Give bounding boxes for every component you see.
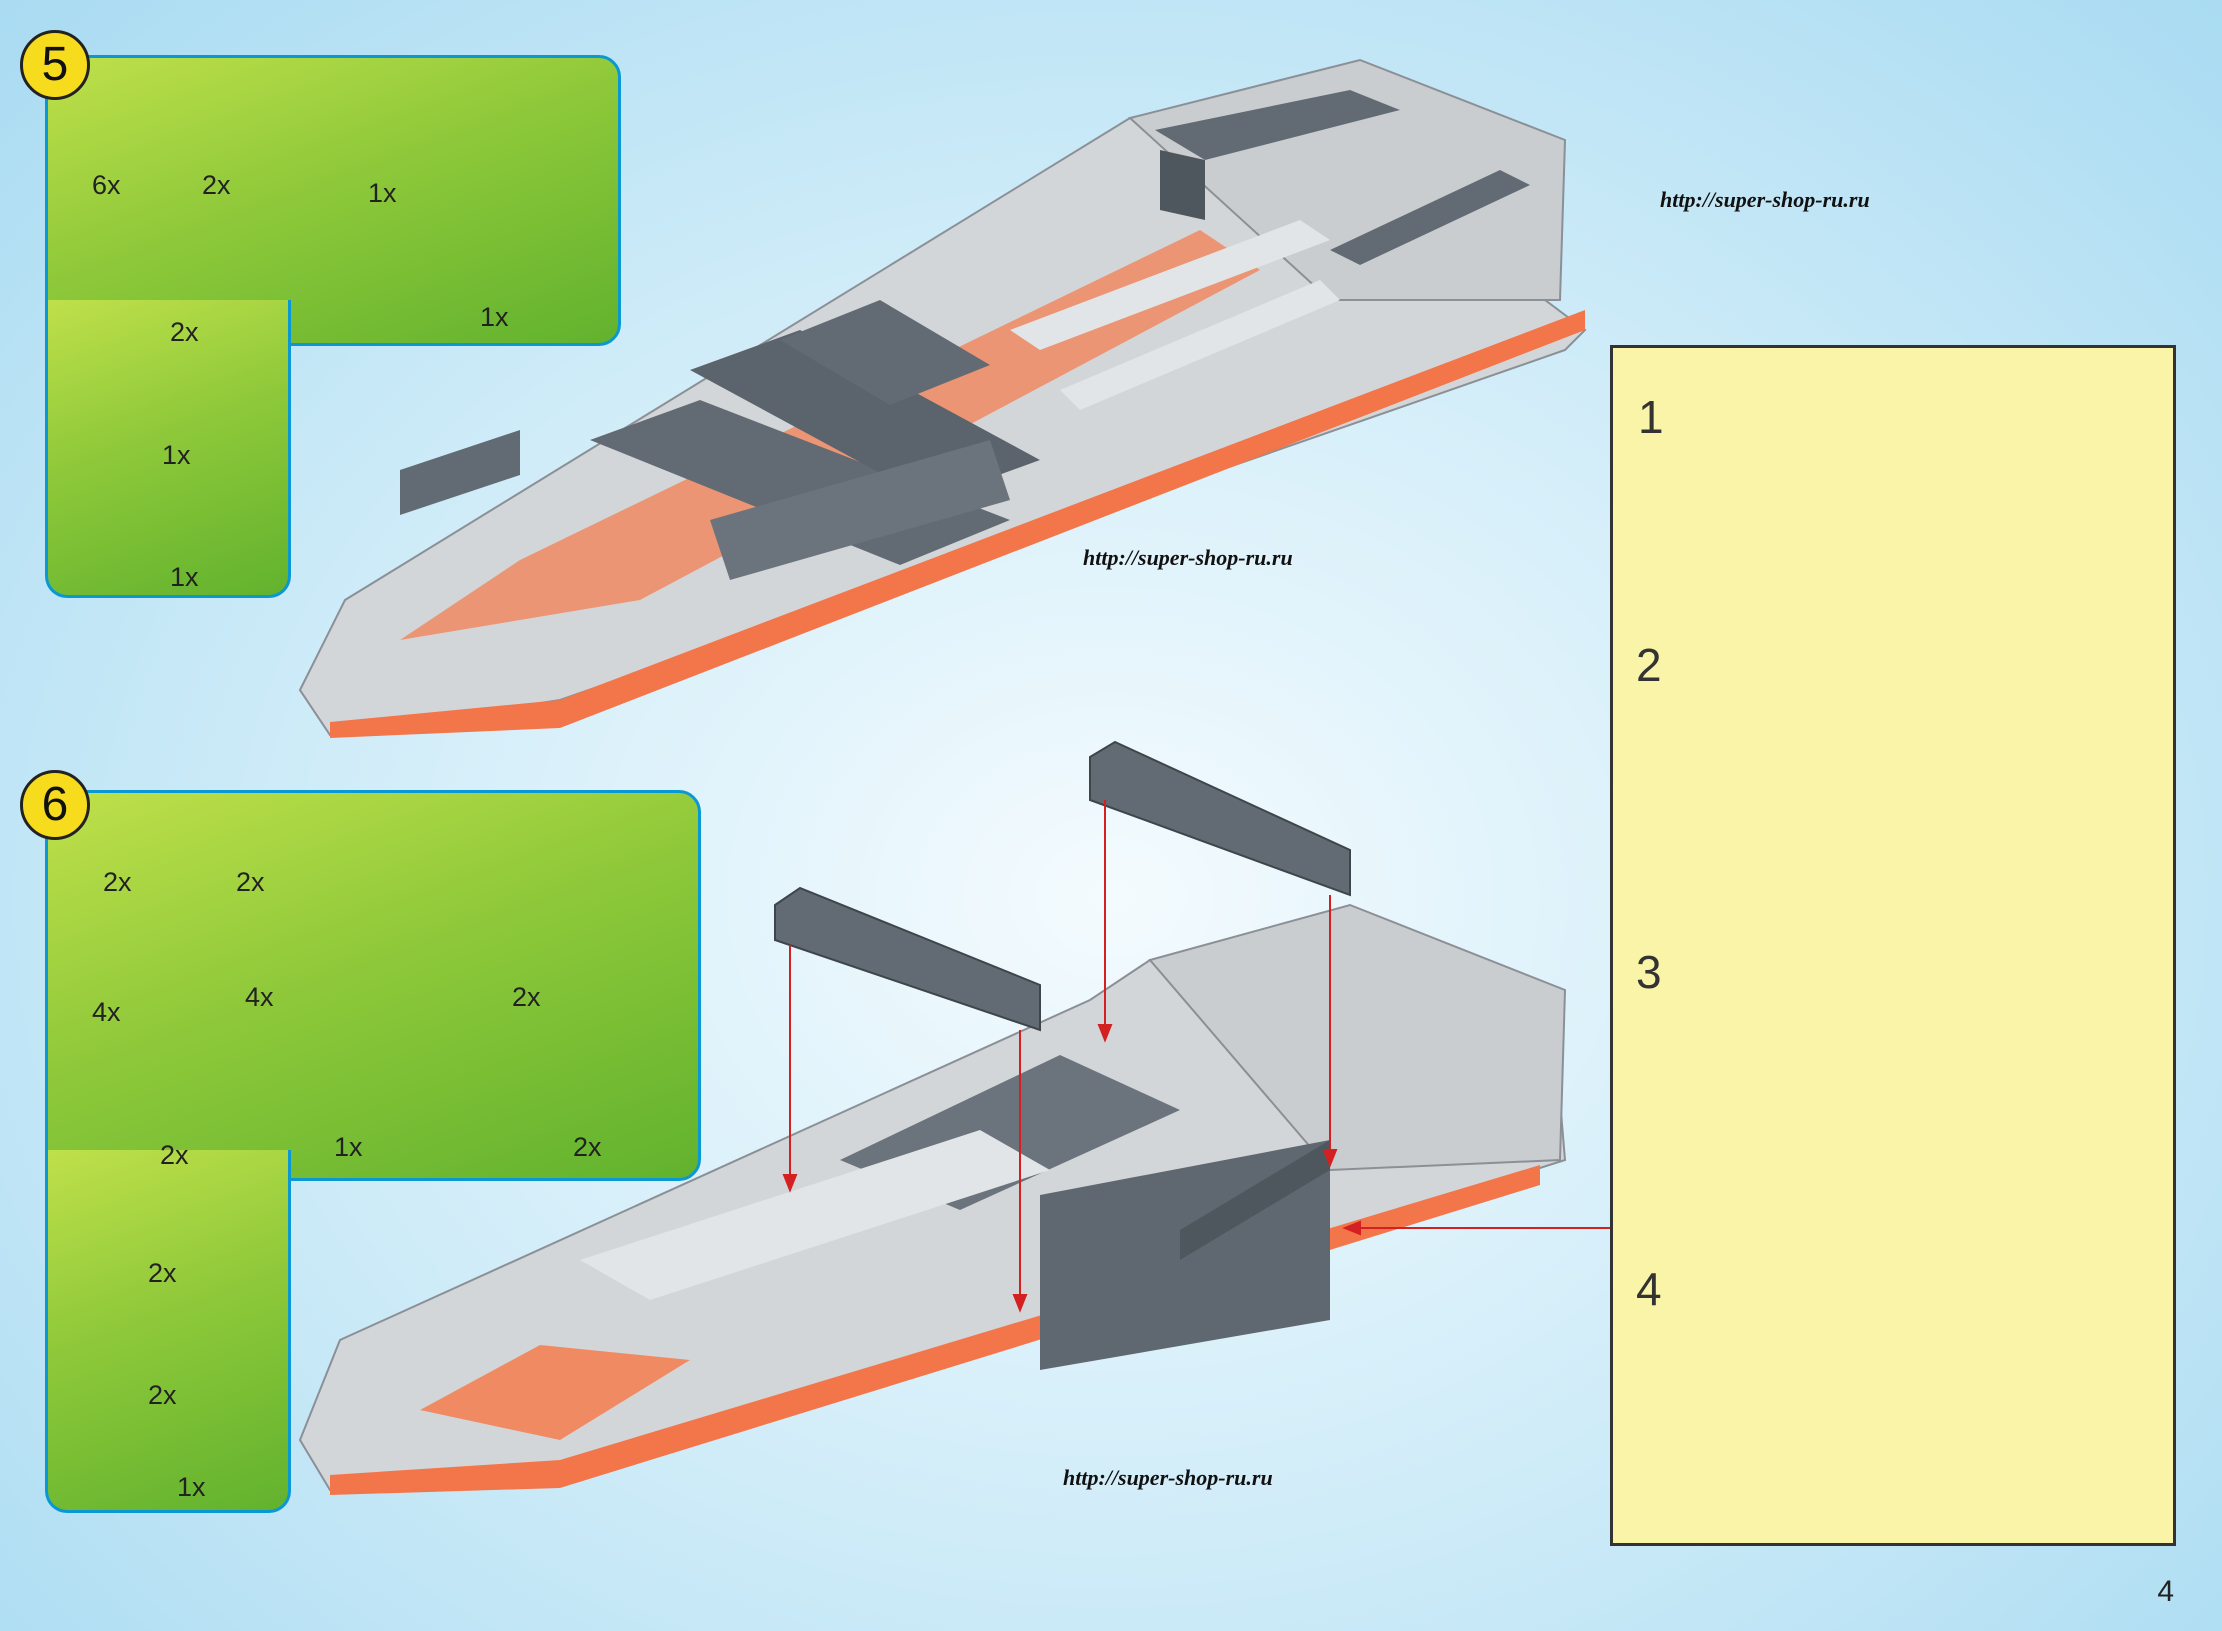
ship-step5 (298, 58, 1587, 738)
step5-parts-panel (45, 55, 621, 346)
part-qty: 2x (512, 982, 541, 1012)
step6-parts-panel-lower (45, 1150, 291, 1513)
part-qty: 4x (245, 982, 274, 1012)
subassembly-step-number: 4 (1636, 1263, 1662, 1315)
part-qty: 1x (368, 178, 397, 208)
part-qty: 1x (162, 440, 191, 470)
step6-badge: 6 (20, 770, 90, 840)
assembly-arrows (782, 800, 1610, 1313)
subassembly-panel (1610, 345, 2176, 1546)
part-qty: 2x (573, 1132, 602, 1162)
watermark-url: http://super-shop-ru.ru (1660, 187, 1870, 212)
part-qty: 1x (177, 1472, 206, 1502)
part-qty: 2x (148, 1258, 177, 1288)
part-qty: 1x (480, 302, 509, 332)
part-qty: 2x (202, 170, 231, 200)
part-qty: 2x (160, 1140, 189, 1170)
part-qty: 2x (148, 1380, 177, 1410)
watermark-url: http://super-shop-ru.ru (1083, 545, 1293, 570)
page-number: 4 (2157, 1575, 2174, 1608)
part-qty: 4x (92, 997, 121, 1027)
part-qty: 1x (170, 562, 199, 592)
subassembly-step-number: 1 (1638, 391, 1664, 443)
step5-badge: 5 (20, 30, 90, 100)
part-qty: 6x (92, 170, 121, 200)
subassembly-step-number: 3 (1636, 946, 1662, 998)
part-qty: 1x (334, 1132, 363, 1162)
subassembly-step-number: 2 (1636, 639, 1662, 691)
part-qty: 2x (170, 317, 199, 347)
step6-parts-panel (45, 790, 701, 1181)
step5-parts-panel-lower (45, 300, 291, 598)
watermark-url: http://super-shop-ru.ru (1063, 1465, 1273, 1490)
ship-step6 (298, 740, 1567, 1495)
part-qty: 2x (103, 867, 132, 897)
part-qty: 2x (236, 867, 265, 897)
